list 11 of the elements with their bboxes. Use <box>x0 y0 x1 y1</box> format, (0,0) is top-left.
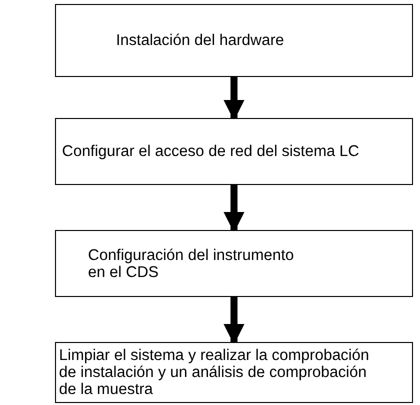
process-box <box>55 4 413 77</box>
arrow <box>224 297 244 345</box>
arrow <box>224 77 244 121</box>
arrow <box>224 185 244 233</box>
box-label: Configuración del instrumento en el CDS <box>88 246 295 280</box>
box-label: Instalación del hardware <box>116 32 284 49</box>
process-box <box>55 118 413 185</box>
box-label: Limpiar el sistema y realizar la comprobación de instalación y un análisis de comprobación de la muestra <box>59 347 370 398</box>
process-box <box>55 342 413 403</box>
process-box <box>55 230 413 297</box>
box-label: Configurar el acceso de red del sistema LC <box>62 143 360 160</box>
